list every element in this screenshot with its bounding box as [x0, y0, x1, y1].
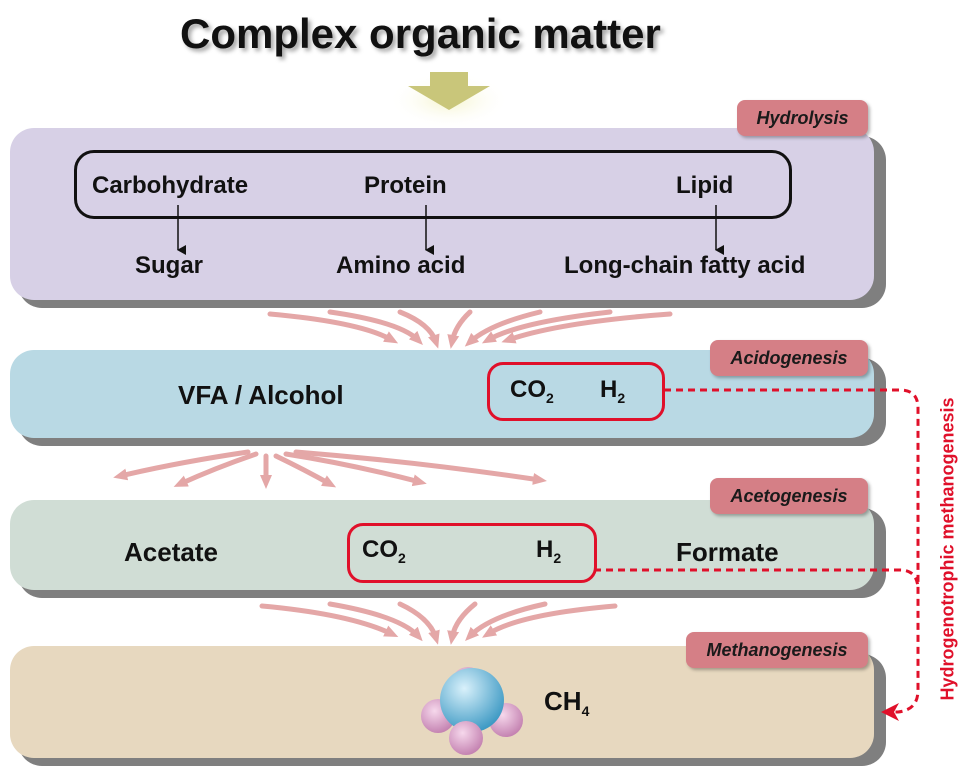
polymer-group-box: [74, 150, 792, 219]
diagram-title: Complex organic matter: [180, 10, 661, 57]
acidogenesis-co2: CO2: [510, 376, 554, 406]
acidogenesis-gas-box: [487, 362, 665, 421]
stage-tag-acidogenesis: Acidogenesis: [710, 340, 868, 376]
converging-arrows-1: [267, 309, 673, 349]
diverging-arrows: [113, 449, 547, 489]
methane-label: CH4: [544, 686, 590, 719]
output-long-chain-fatty-acid: Long-chain fatty acid: [564, 252, 806, 279]
input-arrow: [408, 72, 490, 110]
ch4-subscript: 4: [581, 703, 590, 719]
co2-text: CO: [510, 376, 546, 403]
converging-arrows-2: [259, 601, 618, 645]
acidogenesis-h2: H2: [600, 376, 626, 406]
stage-tag-hydrolysis: Hydrolysis: [737, 100, 868, 136]
acetogenesis-gas-box: [347, 523, 597, 583]
acetogenesis-h2: H2: [536, 536, 562, 566]
h2-subscript: 2: [553, 550, 562, 566]
input-lipid: Lipid: [676, 172, 734, 199]
hydrogenotrophic-path-upper: [664, 388, 920, 721]
hydrogenotrophic-methanogenesis-label: Hydrogenotrophic methanogenesis: [937, 397, 958, 701]
input-protein: Protein: [364, 172, 447, 199]
vfa-alcohol-label: VFA / Alcohol: [178, 380, 344, 410]
hydrolysis-band: [10, 128, 874, 300]
h2-text: H: [600, 376, 618, 403]
acetogenesis-band: [10, 500, 874, 590]
co2-text: CO: [362, 536, 398, 563]
ch4-text: CH: [544, 686, 582, 716]
co2-subscript: 2: [546, 390, 554, 406]
methane-molecule-icon: [421, 667, 523, 755]
formate-label: Formate: [676, 537, 779, 567]
input-carbohydrate: Carbohydrate: [92, 172, 249, 199]
h2-subscript: 2: [617, 390, 626, 406]
h2-text: H: [536, 536, 554, 563]
acetate-label: Acetate: [124, 537, 218, 567]
output-sugar: Sugar: [135, 252, 204, 279]
output-amino-acid: Amino acid: [336, 252, 466, 279]
stage-tag-acetogenesis: Acetogenesis: [710, 478, 868, 514]
hydrogenotrophic-path-lower: [594, 568, 920, 591]
stage-tag-methanogenesis: Methanogenesis: [686, 632, 868, 668]
acetogenesis-co2: CO2: [362, 536, 406, 566]
co2-subscript: 2: [398, 550, 406, 566]
